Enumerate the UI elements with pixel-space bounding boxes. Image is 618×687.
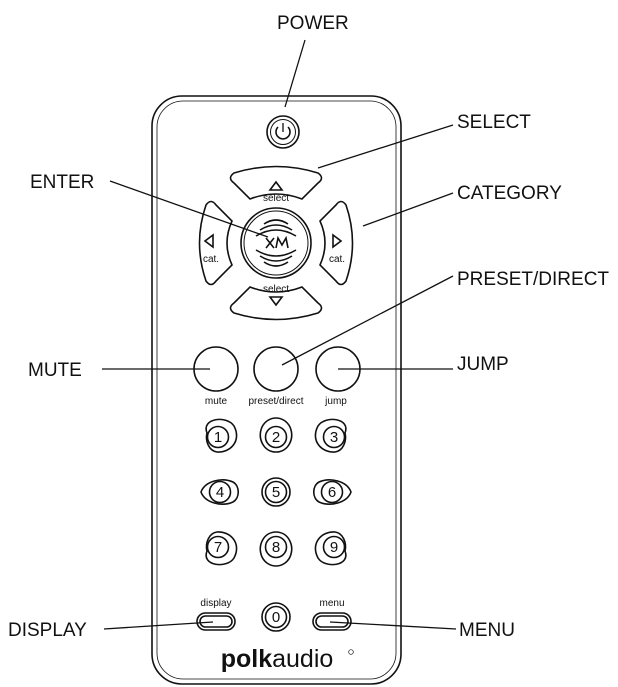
dpad-left-button[interactable] <box>198 200 233 286</box>
dpad: select select cat. cat. <box>198 165 354 321</box>
right-arrow-icon <box>332 233 343 249</box>
display-leader-line <box>103 621 214 630</box>
key-1-label: 1 <box>214 429 222 446</box>
key-4-button[interactable]: 4 <box>200 479 240 505</box>
display-button-inner <box>199 615 233 628</box>
menu-label: menu <box>319 598 344 609</box>
jump-label: jump <box>324 396 347 407</box>
display-button[interactable] <box>196 612 236 631</box>
key-3-button[interactable]: 3 <box>314 418 347 453</box>
callout-mute: MUTE <box>28 360 82 381</box>
callout-menu: MENU <box>459 620 515 641</box>
key-5-button[interactable]: 5 <box>261 477 291 507</box>
power-icon <box>275 123 291 140</box>
preset-direct-label: preset/direct <box>248 396 303 407</box>
key-8-label: 8 <box>272 539 280 556</box>
power-button[interactable] <box>266 115 300 149</box>
key-0-label: 0 <box>272 609 280 626</box>
dpad-right-label: cat. <box>329 254 345 265</box>
callout-select: SELECT <box>457 112 531 133</box>
dpad-right-button[interactable] <box>319 200 354 286</box>
callout-enter: ENTER <box>30 172 94 193</box>
brand-logo-light: audio <box>272 645 333 673</box>
dpad-up-label: select <box>263 193 289 204</box>
mute-label: mute <box>205 396 228 407</box>
power-leader-line <box>284 39 306 108</box>
preset-direct-button[interactable] <box>253 346 299 392</box>
select-leader-line <box>317 124 454 169</box>
down-arrow-icon <box>268 296 284 307</box>
key-4-label: 4 <box>216 484 224 501</box>
display-label: display <box>200 598 231 609</box>
preset-direct-leader-line <box>281 275 454 366</box>
key-7-label: 7 <box>214 539 222 556</box>
callout-power: POWER <box>277 13 349 34</box>
menu-button-inner <box>315 615 349 628</box>
callout-preset-direct: PRESET/DIRECT <box>457 269 609 290</box>
key-9-button[interactable]: 9 <box>314 531 347 566</box>
key-3-label: 3 <box>330 429 338 446</box>
category-leader-line <box>362 192 454 227</box>
key-0-button[interactable]: 0 <box>261 602 291 632</box>
xm-logo-icon <box>255 219 297 267</box>
dpad-left-label: cat. <box>203 254 219 265</box>
key-2-button[interactable]: 2 <box>259 417 293 453</box>
brand-logo: polkaudio <box>221 645 354 673</box>
key-5-label: 5 <box>272 484 280 501</box>
key-1-button[interactable]: 1 <box>205 418 238 453</box>
key-7-button[interactable]: 7 <box>205 531 238 566</box>
remote-inner-outline <box>156 100 397 680</box>
dpad-down-button[interactable] <box>229 286 323 321</box>
menu-leader-line <box>329 621 457 630</box>
callout-category: CATEGORY <box>457 183 562 204</box>
enter-leader-line <box>109 180 269 238</box>
callout-jump: JUMP <box>457 354 509 375</box>
brand-logo-bold: polk <box>221 645 272 673</box>
dpad-down-label: select <box>263 284 289 295</box>
left-arrow-icon <box>203 233 214 249</box>
svg-text:polkaudio: polkaudio <box>221 645 334 673</box>
key-6-label: 6 <box>328 484 336 501</box>
key-9-label: 9 <box>330 539 338 556</box>
enter-button[interactable] <box>240 207 312 279</box>
up-arrow-icon <box>268 180 284 191</box>
callout-display: DISPLAY <box>8 620 87 641</box>
key-6-button[interactable]: 6 <box>312 479 352 505</box>
key-8-button[interactable]: 8 <box>259 531 293 567</box>
remote-body <box>151 95 402 685</box>
registered-mark-icon <box>348 649 354 655</box>
key-2-label: 2 <box>272 429 280 446</box>
